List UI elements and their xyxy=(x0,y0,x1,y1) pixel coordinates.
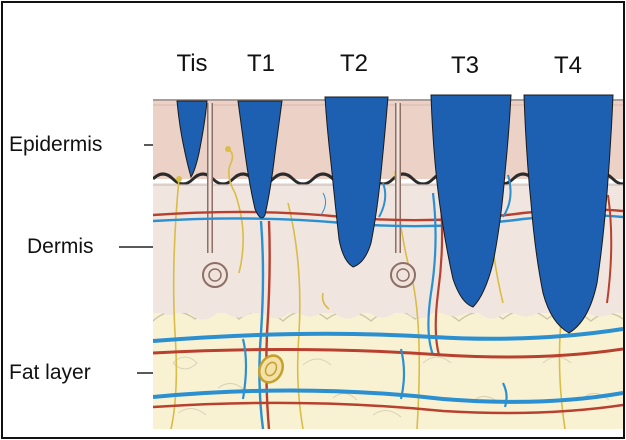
layer-label-epidermis: Epidermis xyxy=(9,133,102,156)
nerve-ending xyxy=(225,146,231,152)
layer-label-fat-layer: Fat layer xyxy=(9,361,91,384)
stage-label-tis: Tis xyxy=(176,50,207,77)
stage-label-t4: T4 xyxy=(554,52,582,79)
skin-cancer-staging-diagram: Tis T1 T2 T3 T4 Epidermis Dermis Fat lay… xyxy=(3,3,625,439)
layer-label-dermis: Dermis xyxy=(27,235,94,258)
stage-label-t3: T3 xyxy=(451,52,479,79)
stage-label-t1: T1 xyxy=(247,50,275,77)
stage-label-t2: T2 xyxy=(340,50,368,77)
nerve-ending xyxy=(176,176,182,182)
